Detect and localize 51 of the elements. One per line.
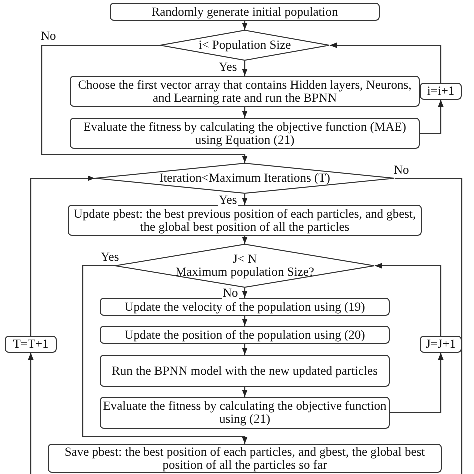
process-box [68, 205, 422, 236]
process-box [420, 336, 462, 353]
step-text: i< Population Size [198, 39, 292, 52]
arrow [242, 21, 248, 30]
arrow [30, 176, 95, 336]
edge-label: Yes [218, 61, 238, 74]
arrow [242, 387, 248, 397]
arrow [330, 42, 442, 83]
edge-label: Yes [100, 251, 120, 264]
step-text: Choose the first vector array that contains Hidden layers, Neurons, and Learning rate and run the BPNN [77, 78, 413, 104]
process-box [110, 3, 380, 21]
process-box [420, 83, 462, 100]
process-box [100, 298, 390, 316]
arrow [242, 107, 248, 118]
step-text: Evaluate the fitness by calculating the objective function (MAE) using Equation (21) [82, 120, 408, 146]
arrow [242, 344, 248, 355]
edge-label: No [393, 164, 410, 177]
arrow [242, 61, 248, 76]
arrow [82, 265, 248, 444]
step-text: Iteration<Maximum Iterations (T) [158, 172, 332, 185]
step-text: Update pbest: the best previous position of each particles, and gbest, the global best position of all the particles [72, 208, 418, 234]
step-text: Evaluate the fitness by calculating the objective function using (21) [102, 400, 388, 426]
step-text: J< N [232, 253, 258, 266]
edge-label: No [222, 287, 240, 300]
process-box [70, 76, 420, 107]
step-text: Randomly generate initial population [150, 6, 340, 18]
arrow [242, 288, 248, 298]
edge-label: No [40, 30, 58, 43]
process-box [5, 336, 57, 353]
connector-line [395, 178, 463, 474]
arrow [420, 100, 444, 134]
step-text: i=i+1 [426, 85, 456, 98]
step-text: Run the BPNN model with the new updated particles [111, 364, 379, 378]
arrow [242, 236, 248, 244]
process-box [100, 355, 390, 387]
arrow [41, 44, 248, 163]
step-text: Save pbest: the best position of each particles, and gbest, the global best position of all the particles so far [64, 446, 426, 472]
arrow [242, 194, 248, 205]
arrow [28, 353, 34, 474]
step-text: Update the position of the population using (20) [124, 328, 366, 342]
arrow [375, 263, 442, 336]
step-text: Maximum population Size? [174, 266, 316, 279]
process-box [48, 444, 442, 473]
arrow [242, 316, 248, 326]
process-box [70, 118, 420, 149]
step-text: T=T+1 [12, 338, 50, 351]
step-text: J=J+1 [424, 338, 458, 351]
arrow [390, 353, 444, 414]
process-box [100, 326, 390, 344]
edge-label: Yes [218, 194, 238, 207]
step-text: Update the velocity of the population using (19) [124, 300, 366, 314]
